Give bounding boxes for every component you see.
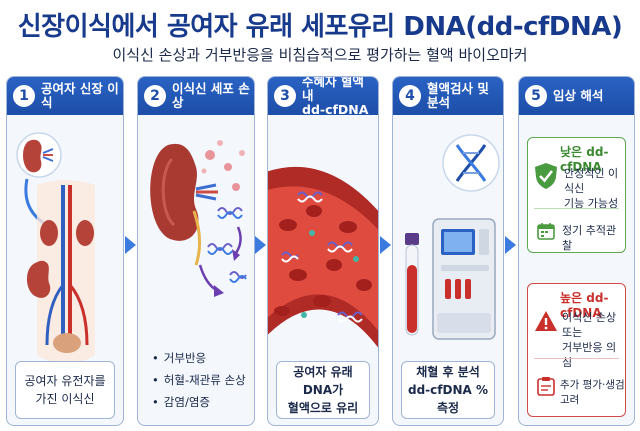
step-3-header: 3 수혜자 혈액 내 dd-cfDNA — [268, 76, 378, 117]
step-4-panel: 4 혈액검사 및 분석 채혈 후 분석 dd- — [392, 76, 504, 426]
step-5-header: 5 임상 해석 — [519, 77, 634, 115]
step-2-header: 2 이식신 세포 손상 — [138, 77, 254, 115]
high-card-divider — [534, 358, 619, 359]
step-4-caption-line-2: dd-cfDNA % 측정 — [408, 383, 488, 415]
warning-icon — [535, 311, 557, 331]
low-ddcfdna-text: 안정적인 이식신 기능 가능성 — [564, 166, 625, 211]
high-ddcfdna-card: 높은 dd-cfDNA 이식신 손상 또는 거부반응 의심 추가 평가·생검 고… — [527, 283, 626, 417]
flow-arrow-3 — [380, 236, 391, 254]
cause-item: 감염/염증 — [152, 391, 246, 413]
high-ddcfdna-title: 높은 dd-cfDNA — [560, 291, 609, 320]
step-3-caption-line-1: 공여자 유래 DNA가 — [293, 365, 353, 397]
step-1-caption: 공여자 유전자를 가진 이식신 — [15, 361, 115, 419]
step-3-title-line-1: 수혜자 혈액 내 — [302, 76, 364, 103]
step-4-caption-line-1: 채혈 후 분석 — [416, 365, 480, 379]
flow-arrow-2 — [255, 236, 266, 254]
clipboard-icon — [537, 377, 555, 396]
blood-vessel-icon — [268, 166, 378, 348]
shield-check-icon — [535, 163, 557, 189]
step-1-panel: 1 공여자 신장 이식 공여자 — [6, 76, 124, 426]
step-3-panel: 3 수혜자 혈액 내 dd-cfDNA — [267, 76, 379, 426]
calendar-icon — [537, 223, 555, 240]
step-4-number: 4 — [399, 85, 421, 107]
high-ddcfdna-text-line: 거부반응 의심 — [562, 341, 617, 369]
step-4-header: 4 혈액검사 및 분석 — [393, 77, 503, 115]
low-ddcfdna-text-line: 기능 가능성 — [564, 197, 619, 210]
low-ddcfdna-action: 정기 추적관찰 — [562, 224, 617, 252]
page-subtitle: 이식신 손상과 거부반응을 비침습적으로 평가하는 혈액 바이오마커 — [112, 46, 528, 64]
step-2-panel: 2 이식신 세포 손상 — [137, 76, 255, 426]
high-ddcfdna-action: 추가 평가·생검 고려 — [560, 379, 625, 406]
step-4-caption: 채혈 후 분석 dd-cfDNA % 측정 — [401, 361, 495, 419]
high-ddcfdna-text-line: 이식신 손상 또는 — [562, 311, 617, 339]
step-3-title-line-2: dd-cfDNA — [302, 102, 369, 117]
high-ddcfdna-text: 이식신 손상 또는 거부반응 의심 — [562, 310, 625, 370]
cause-item: 허혈-재관류 손상 — [152, 369, 246, 391]
step-4-title: 혈액검사 및 분석 — [427, 81, 489, 110]
cause-item: 거부반응 — [152, 347, 246, 369]
step-1-header: 1 공여자 신장 이식 — [7, 77, 123, 115]
step-3-title: 수혜자 혈액 내 dd-cfDNA — [302, 76, 378, 117]
step-3-caption: 공여자 유래 DNA가 혈액으로 유리 — [276, 361, 370, 419]
low-card-divider — [534, 208, 619, 209]
step-1-caption-line-2: 가진 이식신 — [35, 392, 95, 406]
step-1-number: 1 — [13, 85, 35, 107]
step-5-number: 5 — [525, 85, 547, 107]
step-3-number: 3 — [274, 85, 296, 107]
analyzer-icon — [405, 134, 500, 340]
page-title: 신장이식에서 공여자 유래 세포유리 DNA(dd-cfDNA) — [17, 12, 623, 42]
step-2-number: 2 — [144, 85, 166, 107]
flow-arrow-4 — [505, 236, 516, 254]
step-1-title: 공여자 신장 이식 — [41, 81, 119, 110]
step-3-caption-line-2: 혈액으로 유리 — [287, 401, 359, 415]
kidney-transplant-icon — [16, 132, 95, 364]
step-1-caption-line-1: 공여자 유전자를 — [24, 374, 106, 388]
low-ddcfdna-card: 낮은 dd-cfDNA 안정적인 이식신 기능 가능성 정기 추적관찰 — [527, 137, 626, 253]
step-2-cause-list: 거부반응 허혈-재관류 손상 감염/염증 — [152, 347, 246, 413]
step-5-title: 임상 해석 — [553, 88, 604, 103]
damaged-kidney-icon — [150, 140, 247, 297]
flow-arrow-1 — [125, 236, 136, 254]
low-ddcfdna-title: 낮은 dd-cfDNA — [560, 145, 609, 174]
step-2-title: 이식신 세포 손상 — [172, 81, 250, 110]
low-ddcfdna-text-line: 안정적인 이식신 — [564, 167, 619, 195]
step-5-panel: 5 임상 해석 낮은 dd-cfDNA 안정적인 이식신 기능 가능성 — [518, 76, 635, 426]
